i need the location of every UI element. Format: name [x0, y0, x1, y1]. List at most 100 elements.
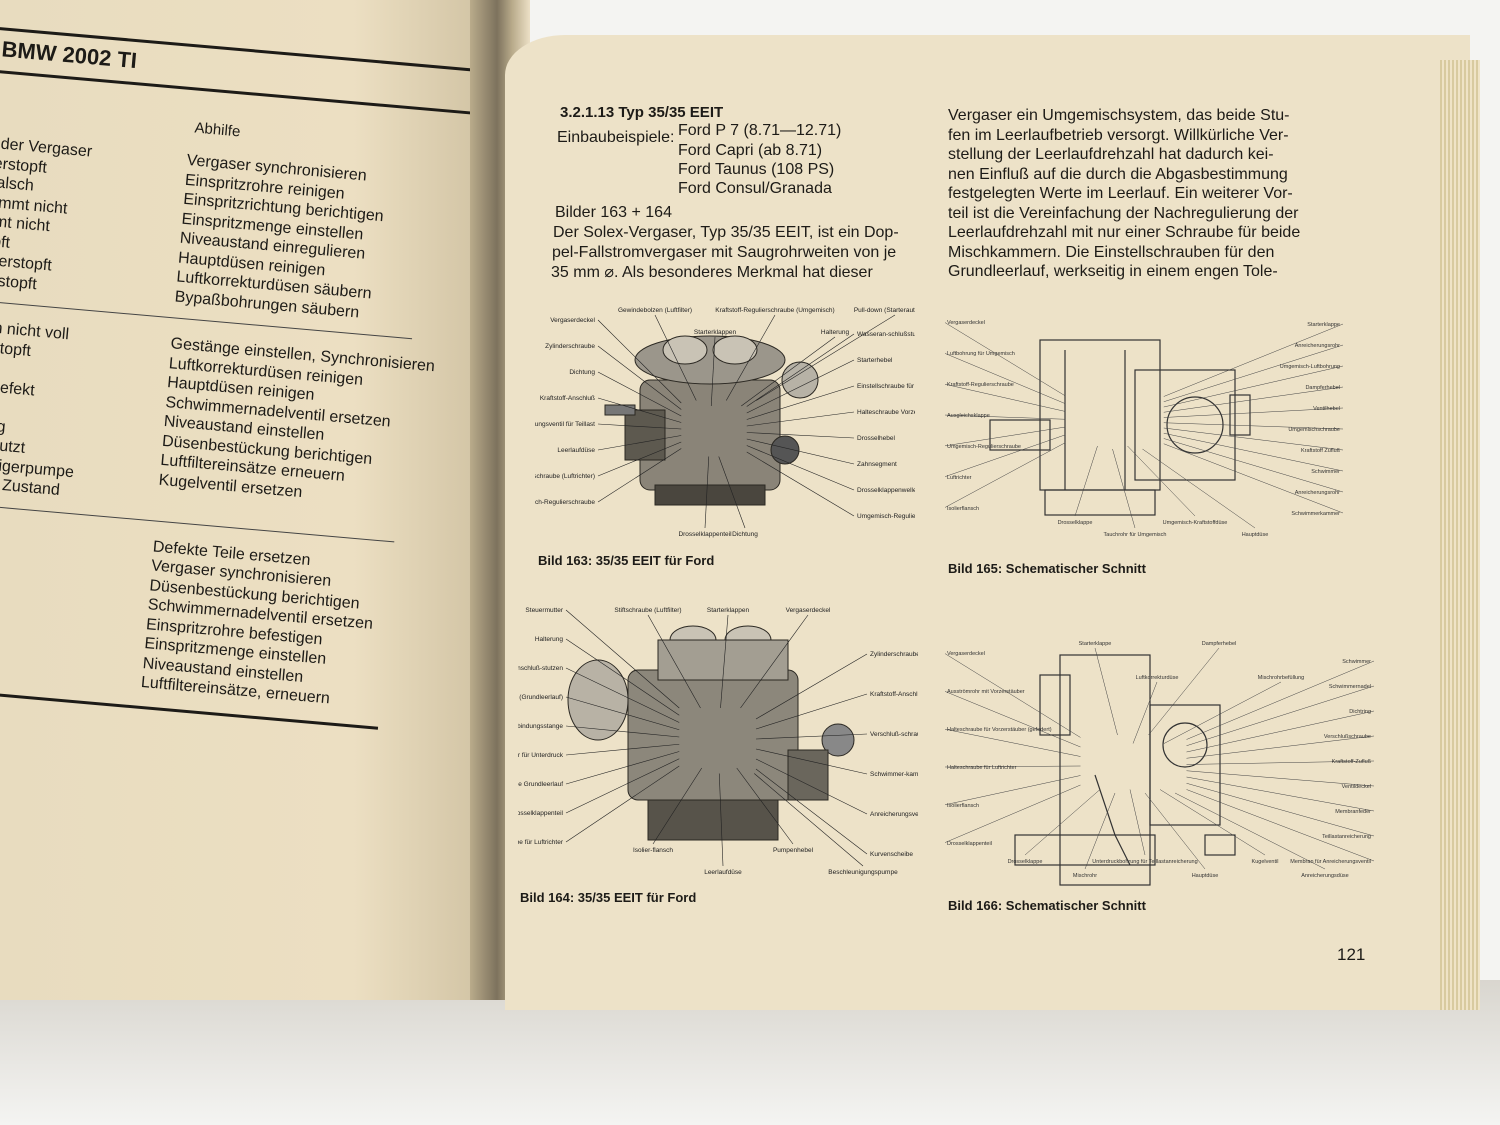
- fig165-label: Drosselklappe: [1058, 520, 1093, 526]
- fig165-label: Starterklappe: [1307, 322, 1340, 328]
- fig166-label: Teillastanreicherung: [1322, 834, 1371, 840]
- fig163-leader-line: [746, 438, 855, 465]
- fig166-label: Vergaserdeckel: [947, 651, 985, 657]
- example-1: Ford P 7 (8.71—12.71): [678, 122, 842, 139]
- fig164-label: Kraftstoff-Anschluß: [870, 691, 918, 698]
- fig166-leader-line: [1084, 792, 1116, 870]
- fig166-leader-line: [945, 784, 1081, 843]
- fig164-label: Schwimmer-kammer: [870, 771, 918, 778]
- para-right-line-9: Grundleerlauf, werkseitig in einem engen…: [948, 263, 1278, 280]
- fig163-leader-line: [597, 345, 682, 410]
- fig166-label: Dampferhebel: [1202, 641, 1237, 647]
- para-left-line-4: 35 mm ⌀. Als besonderes Merkmal hat dies…: [551, 264, 873, 281]
- fig163-label: Pull-down (Starterautomatik): [854, 307, 915, 314]
- fig164-label: Halterung: [535, 636, 564, 643]
- para-right-line-4: nen Einfluß auf die durch die Abgasbesti…: [948, 165, 1288, 183]
- fig165-label: Dampferhebel: [1305, 385, 1340, 391]
- fig166-label: Halteschraube für Luftrichter: [947, 765, 1017, 771]
- fig164-leader-line: [565, 765, 680, 843]
- fig165-leader-line: [945, 414, 1066, 420]
- fig164-leader-line: [652, 767, 703, 845]
- fig165-leader-line: [945, 383, 1066, 412]
- fig163-label: Halteschraube Vorzerstäuber: [857, 409, 915, 416]
- fig163-leader-line: [746, 451, 855, 517]
- fig164-label: Vergaserdeckel: [786, 607, 831, 614]
- fig164-label: Leerlaufgemisch Regulierschraube Grundle…: [518, 781, 563, 788]
- fig165-label: Kraftstoff Zufluß: [1301, 448, 1341, 454]
- fig165-label: Isolierflansch: [947, 506, 979, 512]
- fig165-leader-line: [1163, 438, 1344, 493]
- para-right-line-3: stellung der Leerlaufdrehzahl hat dadurc…: [948, 146, 1274, 163]
- fig163-label: Leerlaufdüse: [557, 447, 595, 454]
- fig166-label: Dichtring: [1349, 709, 1371, 715]
- fig165-leader-line: [1163, 433, 1344, 472]
- fig163-leader-line: [710, 336, 716, 407]
- fig166-leader-line: [1186, 660, 1375, 740]
- fig166-leader-line: [945, 728, 1081, 757]
- fig166-leader-line: [1186, 685, 1375, 746]
- fig163-label: Halterung: [821, 329, 850, 336]
- cause-cell: ckung: [0, 414, 7, 436]
- fig166-leader-line: [1186, 735, 1375, 759]
- fig166-label: Schwimmernadel: [1329, 684, 1371, 690]
- fig166-leader-line: [1186, 760, 1375, 765]
- fig166-label: Kugelventil: [1252, 859, 1279, 865]
- fig163-label: Drosselklappenwelle: [857, 487, 915, 494]
- fig166-label: Unterdruckbohrung für Teillastanreicheru…: [1092, 859, 1197, 865]
- fig163-label: Zylinderschraube: [545, 343, 595, 350]
- para-left-line-3: pel-Fallstromvergaser mit Saugrohrweiten…: [552, 244, 897, 261]
- fig163-leader-line: [725, 314, 776, 401]
- fig163-label: Starterhebel: [857, 357, 893, 364]
- fig166-label: Membranfeder: [1335, 809, 1371, 815]
- fig163-label: Kraftstoff-Regulierschraube (Umgemisch): [715, 307, 834, 314]
- fig164-leader-line: [565, 609, 680, 709]
- section-heading: 3.2.1.13 Typ 35/35 EEIT: [560, 104, 724, 121]
- fig165-label: Ventilhebel: [1313, 406, 1340, 412]
- fig163-label: Kraftstoff-Anschluß: [540, 395, 595, 402]
- fig164-label: Isolier-flansch: [633, 847, 673, 854]
- fig166-label: Mischrohr: [1073, 873, 1097, 879]
- para-right-line-6: teil ist die Vereinfachung der Nachregul…: [948, 204, 1299, 222]
- fig166-leader-line: [1186, 776, 1375, 812]
- fig164-leader-line: [755, 653, 868, 720]
- fig166-label: Mischrohrbefüllung: [1258, 675, 1304, 681]
- fig163-leader-line: [718, 456, 746, 529]
- fig166-label: Kraftstoff-Zufluß: [1332, 759, 1372, 765]
- fig163-label: Starterklappen: [694, 329, 737, 336]
- fig163-leader-line: [746, 432, 855, 439]
- para-right-line-2: fen im Leerlaufbetrieb versorgt. Willkür…: [948, 126, 1289, 144]
- fig165-leader-line: [1112, 448, 1136, 529]
- example-2: Ford Capri (ab 8.71): [678, 142, 823, 159]
- para-right-line-1: Vergaser ein Umgemischsystem, das beide …: [948, 107, 1290, 124]
- example-4: Ford Consul/Granada: [678, 180, 832, 197]
- fig164-leader-line: [755, 768, 868, 855]
- fig166-caption: Bild 166: Schematischer Schnitt: [948, 898, 1146, 913]
- fig165-label: Umgemisch-Kraftstoffdüse: [1163, 520, 1228, 526]
- page-edges: [1440, 60, 1480, 1010]
- fig163-leader-line: [597, 319, 682, 404]
- fig165-leader-line: [1163, 365, 1344, 408]
- fig166-leader-line: [945, 653, 1081, 738]
- fig166-label: Schwimmer: [1342, 659, 1371, 665]
- einbau-label: Einbaubeispiele:: [557, 129, 675, 146]
- fig164-leader-line: [718, 773, 724, 867]
- fig166-label: Drosselklappe: [1008, 859, 1043, 865]
- fig164-label: Steuermutter: [525, 607, 563, 614]
- fig165-leader-line: [1163, 427, 1344, 451]
- fig163-leader-line: [746, 359, 855, 414]
- fig165-label: Umgemisch-Regulierschraube: [947, 444, 1021, 450]
- fig165-label: Kraftstoff-Regulierschraube: [947, 382, 1014, 388]
- fig165-label: Anreicherungsrohr: [1295, 343, 1340, 349]
- fig164-leader-line: [755, 693, 868, 730]
- fig164-label: Wasseranschluß-stutzen: [518, 665, 563, 672]
- fig165-leader-line: [1163, 422, 1344, 430]
- fig166-leader-line: [1148, 647, 1220, 736]
- fig166-leader-line: [1144, 792, 1206, 870]
- fig163-label: Dichtung: [732, 531, 758, 538]
- fig163-leader-line: [597, 371, 682, 417]
- fig163-label: Halteschraube (Luftrichter): [535, 473, 595, 480]
- fig163-label: Umgemisch-Regulierschraube: [857, 513, 915, 520]
- fig165-leader-line: [1074, 445, 1098, 517]
